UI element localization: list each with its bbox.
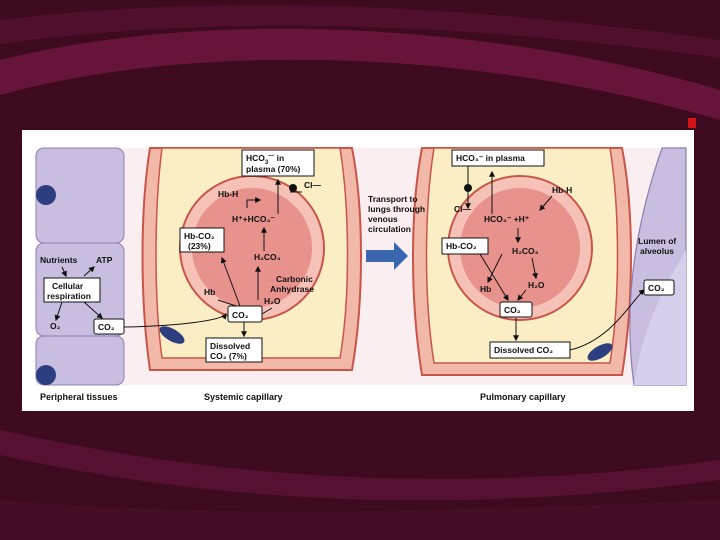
background-swoosh (0, 28, 720, 120)
anhydrase-label: Anhydrase (270, 284, 314, 294)
dissolved-systemic-box (205, 337, 263, 363)
endothelial-nucleus (587, 343, 613, 361)
co2-transport-diagram: HCO3— in plasma (70%) Cl— Hb-H H⁺+HCO₃⁻ … (22, 130, 694, 411)
hco3-h-label: HCO₃⁻ +H⁺ (484, 214, 530, 224)
h2o-label: H₂O (264, 296, 281, 306)
background-swoosh (0, 430, 720, 501)
hbco2-box (179, 227, 225, 253)
nucleus (36, 185, 56, 205)
cellular-respiration-box (43, 277, 101, 303)
carbonic-label: Carbonic (276, 274, 313, 284)
chloride-shift-channel (289, 184, 297, 192)
nutrients-label: Nutrients (40, 255, 78, 265)
hbco2-pulmonary-box (441, 237, 489, 255)
chloride-label: Cl— (304, 180, 322, 190)
co2-alveolus-label: CO₂ (648, 283, 665, 293)
transport-line3: venous (368, 214, 398, 224)
h2co3-label: H₂CO₃ (254, 252, 281, 262)
pulmonary-reaction-arrows (465, 166, 645, 351)
caption-systemic: Systemic capillary (204, 392, 283, 402)
systemic-capillary (141, 147, 362, 371)
systemic-reaction-arrows (217, 178, 302, 338)
co2-tissue-label: CO₂ (98, 322, 115, 332)
dissolved-pulmonary-label: Dissolved CO₂ (494, 345, 553, 355)
alveolus-line1: Lumen of (638, 236, 676, 246)
peripheral-tissue-cells (35, 147, 125, 386)
endothelial-nucleus (159, 326, 185, 344)
caption-pulmonary: Pulmonary capillary (480, 392, 566, 402)
transport-line1: Transport to (368, 194, 418, 204)
background-swoosh (0, 5, 720, 59)
transport-arrow (366, 242, 408, 270)
h-plus-hco3-label: H⁺+HCO₃⁻ (232, 214, 275, 224)
transport-line4: circulation (368, 224, 411, 234)
transport-line2: lungs through (368, 204, 425, 214)
cellular-line2: respiration (47, 291, 91, 301)
atp-label: ATP (96, 255, 113, 265)
hbco2-line2: (23%) (188, 241, 211, 251)
cellular-line1: Cellular (52, 281, 84, 291)
h2o-pulmonary-label: H₂O (528, 280, 545, 290)
hb-label: Hb (204, 287, 215, 297)
hbh-label: Hb-H (218, 189, 238, 199)
hbh-pulmonary-label: Hb-H (552, 185, 572, 195)
co2-pulmonary-box (499, 301, 533, 318)
o2-label: O₂ (50, 321, 61, 331)
hbco2-line1: Hb-CO₂ (184, 231, 215, 241)
caption-peripheral: Peripheral tissues (40, 392, 118, 402)
hbco2-pulmonary-label: Hb-CO₂ (446, 241, 477, 251)
red-accent-mark (688, 118, 696, 128)
red-blood-cell-core (192, 188, 312, 308)
pulmonary-capillary (412, 147, 632, 376)
background-swoosh (0, 500, 720, 540)
nucleus (36, 365, 56, 385)
hco3-plasma-pulmonary-label: HCO₃⁻ in plasma (456, 153, 525, 163)
hb-pulmonary-label: Hb (480, 284, 491, 294)
alveolus-line2: alveolus (640, 246, 674, 256)
dissolved-systemic-line1: Dissolved (210, 341, 250, 351)
hco3-plasma-line2: plasma (70%) (246, 164, 300, 174)
chloride-shift-channel (464, 184, 472, 192)
hco3-plasma-line1: HCO3— in (246, 153, 284, 166)
co2-systemic-label: CO₂ (232, 310, 249, 320)
h2co3-pulmonary-label: H₂CO₃ (512, 246, 539, 256)
co2-pulmonary-label: CO₂ (504, 305, 521, 315)
dissolved-systemic-line2: CO₂ (7%) (210, 351, 247, 361)
tissue-arrows (54, 266, 227, 328)
chloride-pulmonary-label: Cl— (454, 204, 472, 214)
hco3-plasma-pulmonary-box (451, 149, 545, 167)
co2-alveolus-box (643, 279, 675, 296)
hco3-plasma-box (241, 149, 315, 177)
